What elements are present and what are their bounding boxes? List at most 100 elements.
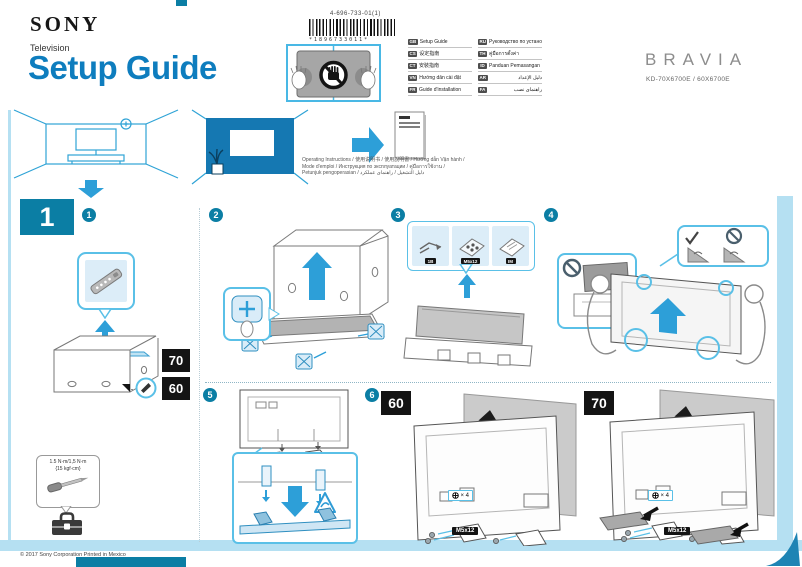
vertical-separator (199, 208, 200, 542)
language-row-fr: FR Guide d'installation (408, 84, 472, 96)
top-print-mark (176, 0, 187, 6)
grip-callout (659, 225, 769, 267)
language-row-id: ID Panduan Pemasangan (478, 60, 542, 72)
up-arrow-icon (302, 252, 332, 300)
language-tag: ID (478, 62, 487, 69)
screw-head-icon (452, 492, 459, 499)
toolbox-icon (50, 509, 84, 542)
grip-highlight-circles (624, 274, 734, 360)
screw-count-callout: × 4 (448, 490, 474, 501)
page-corner-fold (764, 530, 802, 567)
accessory-manual-bag: IM (492, 226, 529, 266)
press-clip-callout (223, 287, 280, 341)
screw-bag-tag: M5x12 (664, 527, 691, 535)
torque-spec-callout: 1.5 N·m/1,5 N·m {15 kgf·cm} (36, 455, 100, 508)
screw-bag-tag: M5x12 (452, 527, 479, 535)
open-carton-illustration (46, 328, 164, 403)
up-arrow-icon (95, 320, 115, 351)
sony-logo: SONY (30, 12, 101, 36)
bottom-print-mark (76, 557, 186, 567)
language-label: คู่มือการตั้งค่า (489, 50, 520, 57)
torque-line1: 1.5 N·m/1,5 N·m (49, 459, 87, 465)
language-row-gb: GB Setup Guide (408, 36, 472, 48)
accessories-callout: 1B M5x12 IM (407, 221, 535, 271)
language-label: Hướng dẫn cài đặt (419, 74, 461, 81)
plant-icon (208, 148, 224, 175)
language-row-ru: RU Руководство по установке (478, 36, 542, 48)
oi-note-line3: Petunjuk pengoperasian / دليل التشغيل / … (302, 170, 425, 177)
language-row-ar: AR دليل الإعداد (478, 72, 542, 84)
language-tag: TH (478, 50, 487, 57)
language-row-fa: FA راهنمای نصب (478, 84, 542, 96)
product-type-label: Television (30, 43, 70, 53)
language-label: Руководство по установке (489, 38, 542, 45)
language-tag: VN (408, 74, 418, 81)
operating-instructions-note: Operating Instructions / 使用说明书 / 使用說明書 /… (302, 157, 497, 177)
size-60-badge: 60 (162, 377, 190, 400)
language-row-vn: VN Hướng dẫn cài đặt (408, 72, 472, 84)
remote-control-icon (90, 268, 123, 295)
accessory-tag: M5x12 (461, 258, 480, 264)
language-row-cs: CS 设定指南 (408, 48, 472, 60)
down-arrow-icon (281, 486, 309, 517)
right-arrow-icon (352, 127, 384, 168)
wall-placement-illustration (190, 108, 310, 191)
stand-parts-icon (419, 242, 441, 254)
language-tag: FA (478, 86, 487, 93)
screw-count-callout: × 4 (648, 490, 674, 501)
screw-bag-icon (458, 238, 485, 257)
size-70-badge: 70 (162, 349, 190, 372)
screw-icons (424, 531, 500, 544)
substep-4-badge: 4 (544, 208, 558, 222)
oi-note-line1: Operating Instructions / 使用说明书 / 使用說明書 /… (302, 157, 465, 163)
screw-stand-illustration-60 (404, 388, 582, 551)
section-number-box: 1 (20, 199, 74, 235)
language-tag: CT (408, 62, 417, 69)
spacer-pads (599, 506, 749, 545)
check-icon (685, 231, 699, 245)
language-table-left: GB Setup Guide CS 设定指南 CT 安裝指南 VN Hướng … (408, 36, 472, 96)
model-numbers: KD-70X6700E / 60X6700E (646, 76, 730, 83)
cutter-caution-icon (135, 377, 157, 404)
down-arrow-icon (78, 180, 104, 203)
part-number: 4-696-733-01(1) (330, 11, 381, 17)
no-touch-prohibition-icon (319, 60, 348, 90)
frame-bottom-band (0, 540, 802, 551)
person-left (586, 274, 617, 355)
remote-callout-tail (97, 306, 113, 324)
torque-callout-tail (60, 501, 72, 519)
size-60-badge: 60 (381, 391, 411, 415)
up-arrow-icon (458, 274, 476, 303)
tv-in-tray-illustration (402, 298, 542, 378)
language-label: Setup Guide (419, 38, 448, 45)
copyright-notice: © 2017 Sony Corporation Printed in Mexic… (20, 552, 126, 558)
operating-instructions-booklet-icon (394, 111, 428, 166)
frame-left-line (8, 110, 11, 542)
language-label: Panduan Pemasangan (489, 62, 540, 69)
size-70-badge: 70 (584, 391, 614, 415)
remote-callout-bg (85, 260, 127, 302)
substep-3-badge: 3 (391, 208, 405, 222)
prohibition-icon (725, 227, 743, 245)
page-title: Setup Guide (28, 49, 217, 86)
substep-2-badge: 2 (209, 208, 223, 222)
language-tag: AR (478, 74, 488, 81)
accessory-tag: IM (505, 258, 516, 264)
screw-head-icon (652, 492, 659, 499)
language-tag: GB (408, 38, 418, 45)
screw-stand-illustration-70 (598, 386, 783, 553)
language-label: دليل الإعداد (518, 74, 542, 81)
language-row-ct: CT 安裝指南 (408, 60, 472, 72)
tabletop-placement-illustration (12, 108, 180, 185)
left-hand-icon (290, 65, 307, 90)
bravia-logo: BRAVIA (645, 50, 749, 69)
substep-5-badge: 5 (203, 388, 217, 402)
language-label: 设定指南 (419, 51, 440, 57)
person-right (735, 284, 766, 365)
right-hand-icon (360, 65, 377, 90)
carry-tv-illustration (556, 224, 776, 383)
screwdriver-icon (47, 477, 89, 493)
accessory-tag: 1B (425, 258, 436, 264)
language-label: Guide d'installation (419, 86, 462, 93)
